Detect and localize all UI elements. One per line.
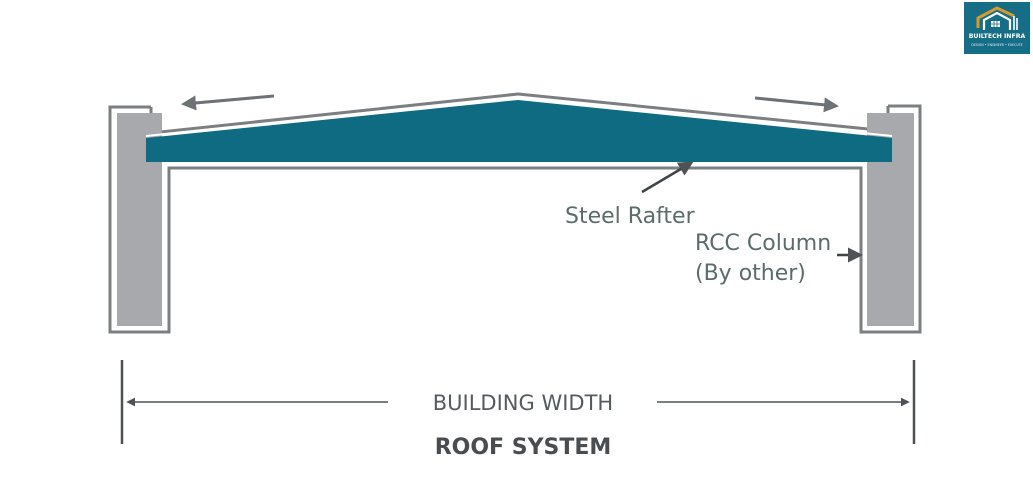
- steel-rafter-leader: [641, 161, 694, 194]
- steel-rafter-label: Steel Rafter: [565, 204, 696, 229]
- builtech-infra-logo: BUILTECH INFRA DESIGN • ENGINEER • EXECU…: [964, 2, 1030, 54]
- logo-tagline: DESIGN • ENGINEER • EXECUTE: [971, 43, 1023, 47]
- building-width-label: BUILDING WIDTH: [433, 391, 613, 415]
- rcc-column-sublabel: (By other): [695, 261, 806, 286]
- house-roof-icon: [976, 6, 1018, 30]
- diagram-title: ROOF SYSTEM: [435, 435, 612, 460]
- rafter-gap: [145, 96, 893, 137]
- logo-brand-text: BUILTECH INFRA: [968, 33, 1026, 40]
- steel-rafter: [146, 100, 892, 162]
- arrow-right-icon: [754, 96, 839, 113]
- arrow-left-icon: [181, 94, 275, 111]
- rcc-column-label: RCC Column: [695, 231, 831, 256]
